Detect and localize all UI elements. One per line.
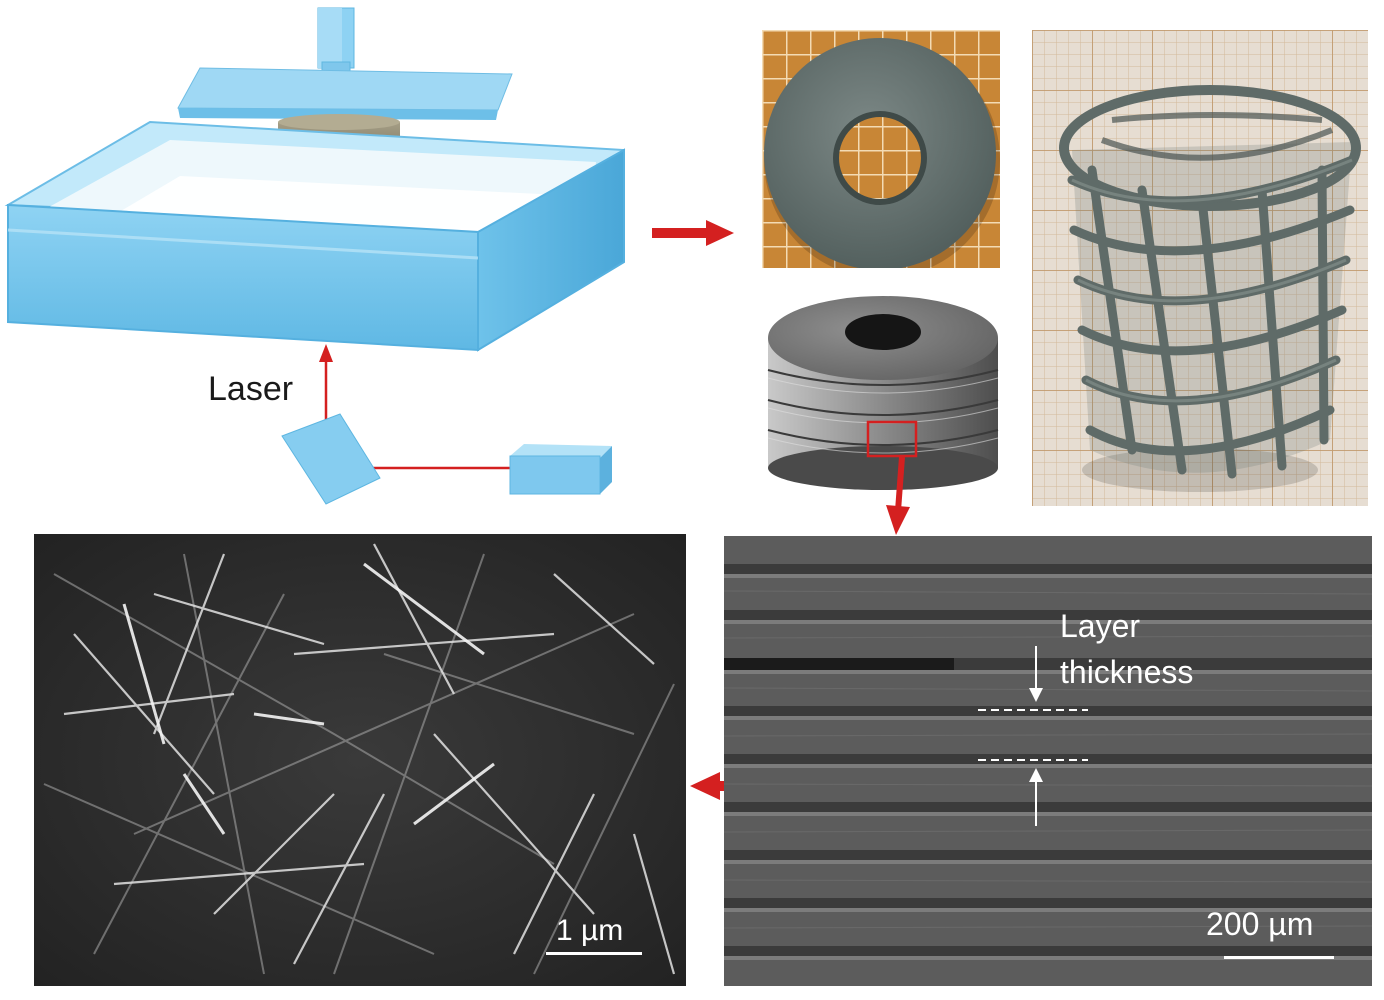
whisker-scale-bar [546,952,642,955]
sem-layer-micrograph: Layer thickness 200 µm [724,536,1372,986]
resin-vat [4,120,626,352]
stacked-ring-layers [767,296,999,490]
zoom-region-box [866,420,918,458]
printer-illustration [4,7,626,505]
layer-annotation-line1: Layer [1060,608,1141,644]
whisker-fibers [34,534,686,986]
whisker-scale-label: 1 µm [556,914,624,947]
sem-whisker-micrograph: 1 µm [34,534,686,986]
layer-annotation-line2: thickness [1060,654,1194,690]
arrow-stack-to-sem [878,455,918,537]
laser-source [509,444,612,495]
printed-ring-photo [762,30,1000,268]
arrow-printer-to-part [650,218,736,248]
layer-scale-bar [1224,956,1334,959]
laser-label: Laser [208,370,294,408]
layer-thickness-marker [978,646,1088,826]
layer-scale-label: 200 µm [1206,906,1314,942]
build-platform [177,67,513,120]
lattice-cylinder [1059,85,1361,492]
disc-stack-render [760,290,1010,530]
mirror [281,413,381,505]
lattice-cylinder-photo [1032,30,1368,506]
printer-schematic: Laser [0,0,650,520]
